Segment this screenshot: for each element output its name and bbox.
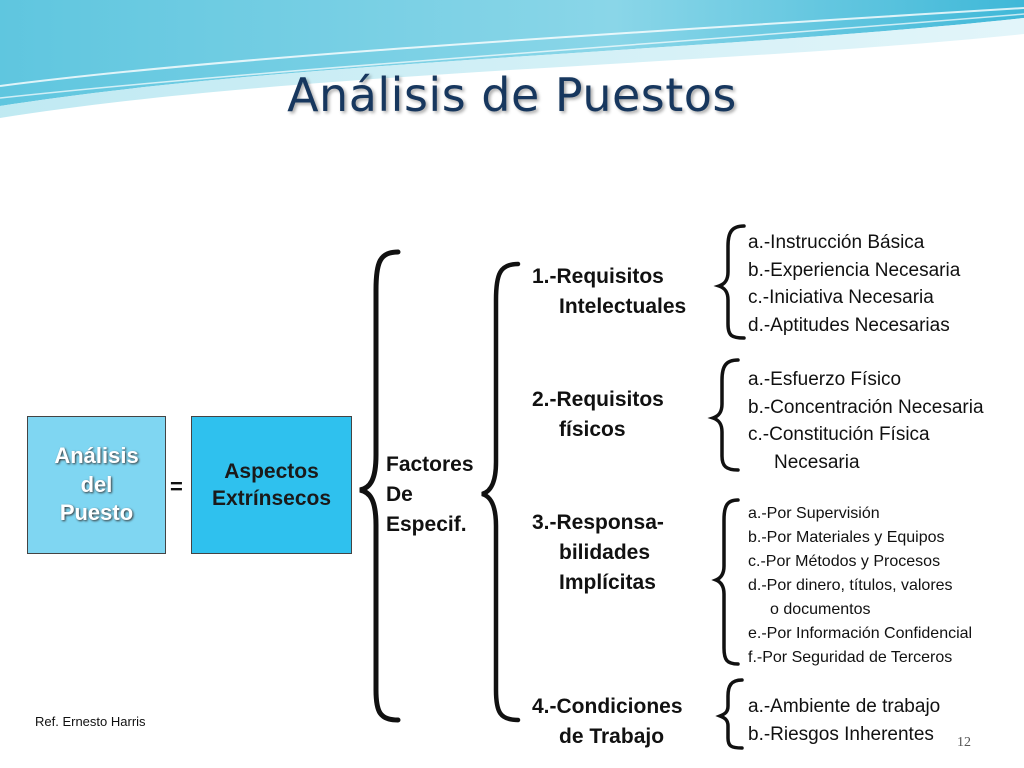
items-responsabilidades-implicitas: a.-Por Supervisión b.-Por Materiales y E… bbox=[748, 502, 972, 670]
list-item: Necesaria bbox=[774, 451, 860, 473]
category-line: 4.-Condiciones bbox=[532, 695, 683, 718]
factores-line: Especif. bbox=[386, 513, 467, 536]
list-item: e.-Por Información Confidencial bbox=[748, 625, 973, 642]
list-item: a.-Por Supervisión bbox=[748, 505, 880, 522]
category-responsabilidades-implicitas: 3.-Responsa- bilidades Implícitas bbox=[532, 508, 664, 598]
brace-condiciones bbox=[715, 678, 744, 750]
category-line: 1.-Requisitos bbox=[532, 265, 664, 288]
list-item: c.-Iniciativa Necesaria bbox=[748, 287, 934, 308]
aspectos-extrinsecos-box: Aspectos Extrínsecos bbox=[191, 416, 352, 554]
brace-fisicos bbox=[707, 358, 740, 472]
left-box-line: Puesto bbox=[59, 500, 134, 526]
list-item: d.-Aptitudes Necesarias bbox=[748, 314, 950, 336]
category-line: bilidades bbox=[559, 541, 651, 564]
left-box-line: Análisis bbox=[54, 443, 139, 469]
middle-box-line: Aspectos bbox=[224, 459, 319, 483]
factores-de-especificacion: Factores De Especif. bbox=[386, 450, 474, 540]
category-line: Implícitas bbox=[559, 571, 656, 594]
category-line: de Trabajo bbox=[559, 725, 665, 748]
category-line: Intelectuales bbox=[559, 295, 687, 318]
equals-sign: = bbox=[170, 474, 183, 499]
items-requisitos-intelectuales: a.-Instrucción Básica b.-Experiencia Nec… bbox=[748, 229, 960, 339]
list-item: a.-Instrucción Básica bbox=[748, 232, 925, 253]
middle-box-line: Extrínsecos bbox=[211, 487, 332, 510]
page-number: 12 bbox=[957, 735, 971, 750]
list-item: b.-Experiencia Necesaria bbox=[748, 259, 961, 281]
left-box-line: del bbox=[80, 471, 113, 497]
list-item: d.-Por dinero, títulos, valores bbox=[748, 577, 953, 594]
items-requisitos-fisicos: a.-Esfuerzo Físico b.-Concentración Nece… bbox=[748, 366, 984, 476]
category-condiciones-de-trabajo: 4.-Condiciones de Trabajo bbox=[532, 692, 683, 752]
category-requisitos-intelectuales: 1.-Requisitos Intelectuales bbox=[532, 262, 686, 322]
category-requisitos-fisicos: 2.-Requisitos físicos bbox=[532, 385, 664, 445]
factors-brace bbox=[481, 261, 521, 723]
reference-note: Ref. Ernesto Harris bbox=[35, 714, 146, 729]
items-condiciones-de-trabajo: a.-Ambiente de trabajo b.-Riesgos Inhere… bbox=[748, 693, 940, 748]
list-item: c.-Constitución Física bbox=[748, 424, 930, 445]
list-item: f.-Por Seguridad de Terceros bbox=[748, 649, 953, 666]
header-wave-decoration bbox=[0, 0, 1024, 118]
category-line: 3.-Responsa- bbox=[532, 511, 664, 534]
brace-responsabilidades bbox=[711, 498, 740, 666]
brace-intelectuales bbox=[713, 224, 746, 340]
list-item: a.-Ambiente de trabajo bbox=[748, 696, 941, 717]
list-item: b.-Riesgos Inherentes bbox=[748, 723, 934, 745]
big-left-brace bbox=[359, 249, 401, 723]
factores-line: De bbox=[386, 483, 413, 506]
list-item: b.-Por Materiales y Equipos bbox=[748, 529, 945, 546]
factores-line: Factores bbox=[386, 453, 474, 476]
list-item: a.-Esfuerzo Físico bbox=[748, 369, 902, 390]
list-item: o documentos bbox=[770, 601, 871, 618]
list-item: b.-Concentración Necesaria bbox=[748, 396, 984, 418]
analisis-del-puesto-box: Análisis del Puesto bbox=[27, 416, 166, 554]
category-line: 2.-Requisitos bbox=[532, 388, 664, 411]
page-title: Análisis de Puestos bbox=[287, 68, 737, 122]
category-line: físicos bbox=[559, 418, 626, 441]
list-item: c.-Por Métodos y Procesos bbox=[748, 553, 941, 570]
